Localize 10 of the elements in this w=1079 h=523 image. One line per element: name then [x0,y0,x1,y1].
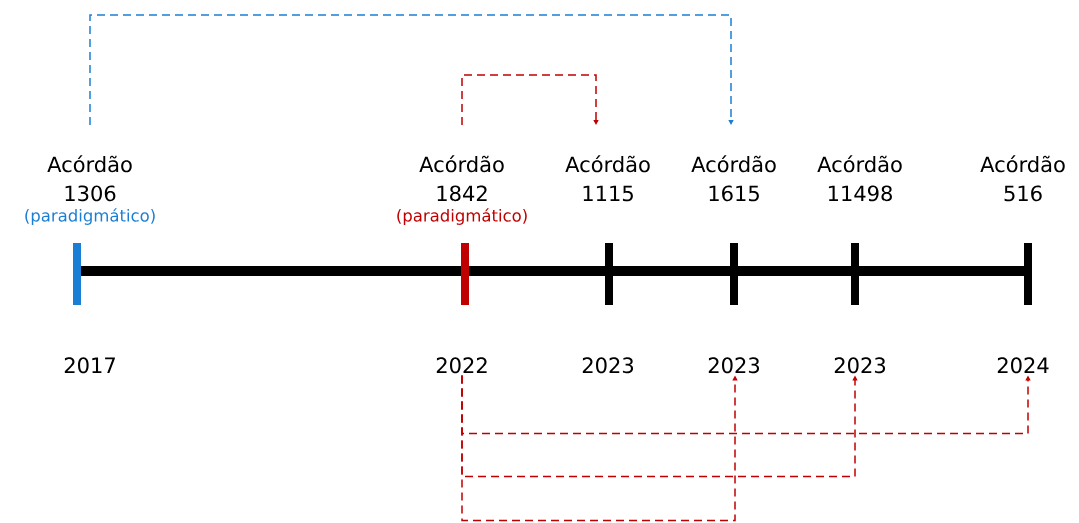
timeline-event: Acórdão 1615 2023 [691,155,776,374]
dashed-arrow [461,74,599,126]
dashed-arrow [461,374,738,522]
timeline-event: Acórdão 1842 (paradigmático) 2022 [397,155,527,374]
timeline-event: Acórdão 1115 2023 [565,155,650,374]
timeline-event: Acórdão 11498 2023 [817,155,902,374]
dashed-arrow [461,374,1031,435]
timeline-event: Acórdão 516 2024 [980,155,1065,374]
dashed-arrow [89,14,734,126]
timeline-event: Acórdão 1306 (paradigmático) 2017 [25,155,155,374]
